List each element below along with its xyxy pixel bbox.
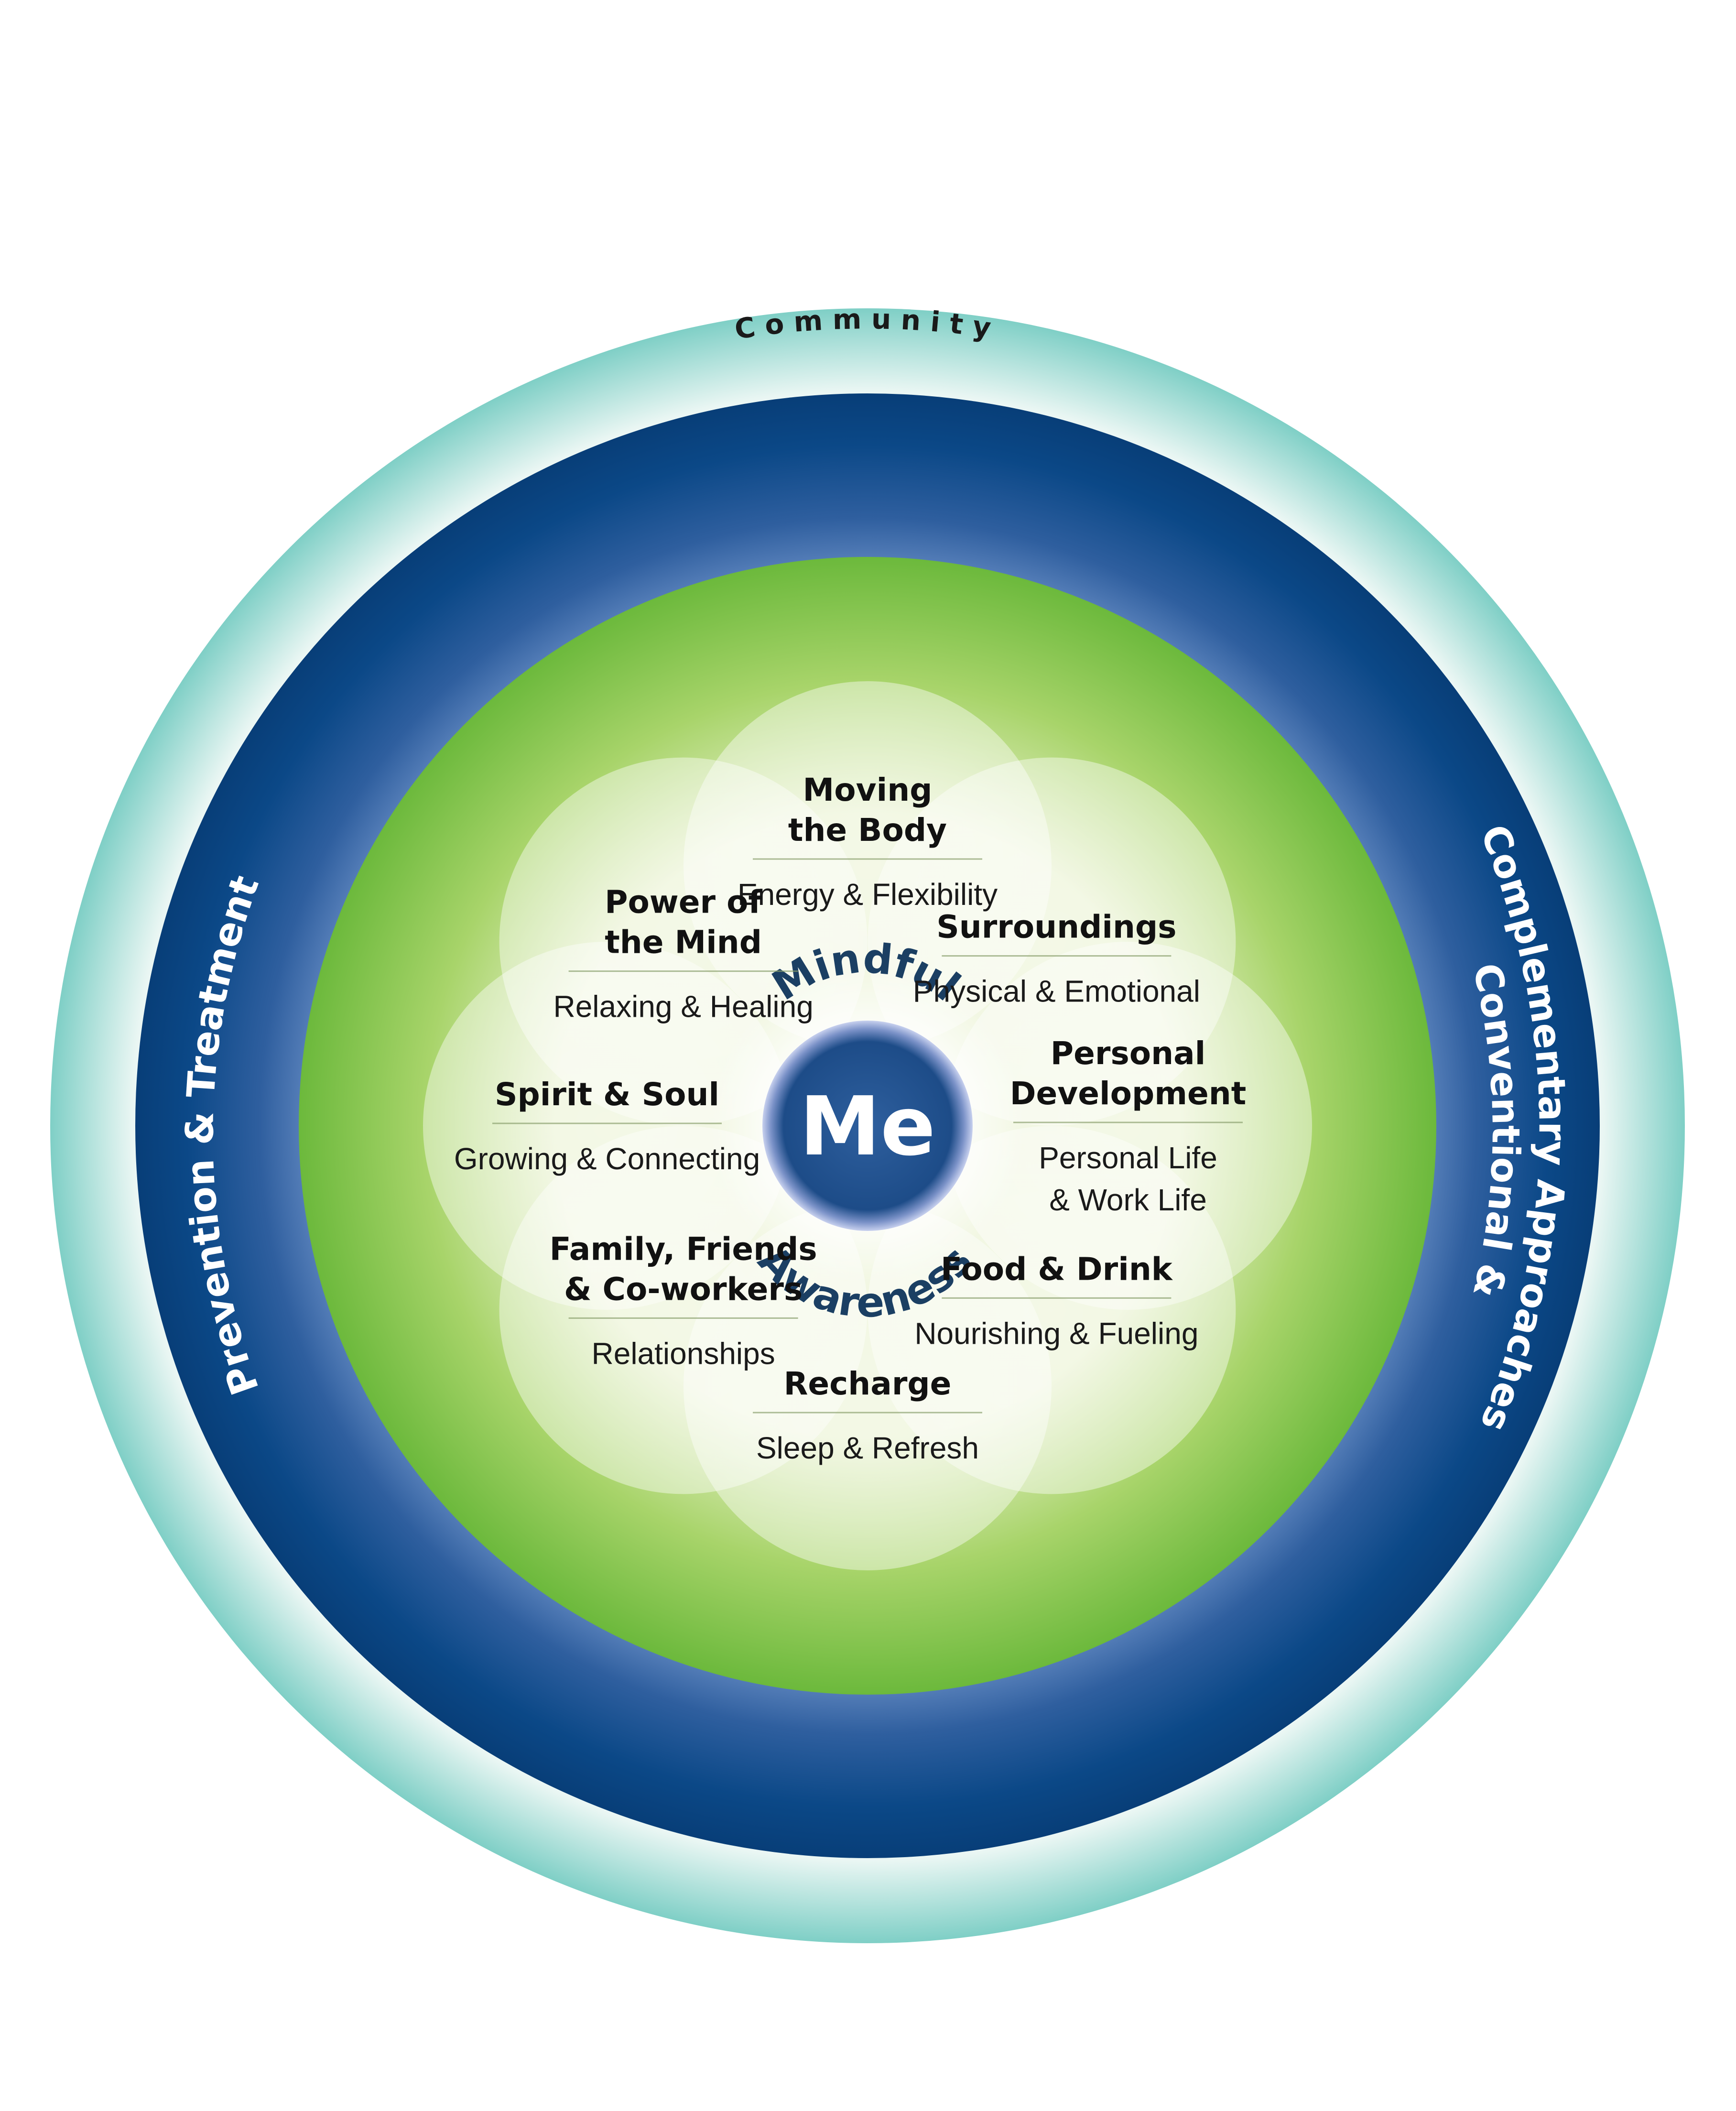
petal-title-surroundings: Surroundings bbox=[936, 909, 1176, 946]
petal-title-spirit: Spirit & Soul bbox=[495, 1076, 719, 1113]
petal-title-moving: Moving bbox=[803, 772, 933, 808]
petal-title-family: Family, Friends bbox=[550, 1230, 817, 1267]
petal-subtitle-surroundings: Physical & Emotional bbox=[913, 974, 1200, 1009]
petal-subtitle-recharge: Sleep & Refresh bbox=[756, 1431, 979, 1465]
petal-circles bbox=[423, 681, 1312, 1570]
petal-title-personal: Personal bbox=[1051, 1035, 1205, 1072]
petal-subtitle-family: Relationships bbox=[592, 1336, 775, 1371]
petal-subtitle-personal: & Work Life bbox=[1049, 1183, 1207, 1217]
petal-subtitle-personal: Personal Life bbox=[1039, 1141, 1217, 1175]
petal-title-personal: Development bbox=[1010, 1075, 1247, 1112]
me-circle bbox=[762, 1021, 973, 1231]
petal-title-recharge: Recharge bbox=[784, 1365, 952, 1402]
petal-subtitle-moving: Energy & Flexibility bbox=[738, 877, 998, 912]
petal-title-food: Food & Drink bbox=[941, 1251, 1173, 1287]
petal-title-power: the Mind bbox=[605, 924, 762, 961]
petal-subtitle-spirit: Growing & Connecting bbox=[454, 1142, 760, 1176]
petal-title-moving: the Body bbox=[788, 812, 947, 849]
me-label: Me bbox=[800, 1079, 935, 1174]
petal-subtitle-food: Nourishing & Fueling bbox=[914, 1316, 1198, 1350]
petal-title-power: Power of bbox=[605, 884, 762, 921]
petal-title-family: & Co-workers bbox=[564, 1271, 803, 1307]
petal-subtitle-power: Relaxing & Healing bbox=[553, 990, 813, 1024]
